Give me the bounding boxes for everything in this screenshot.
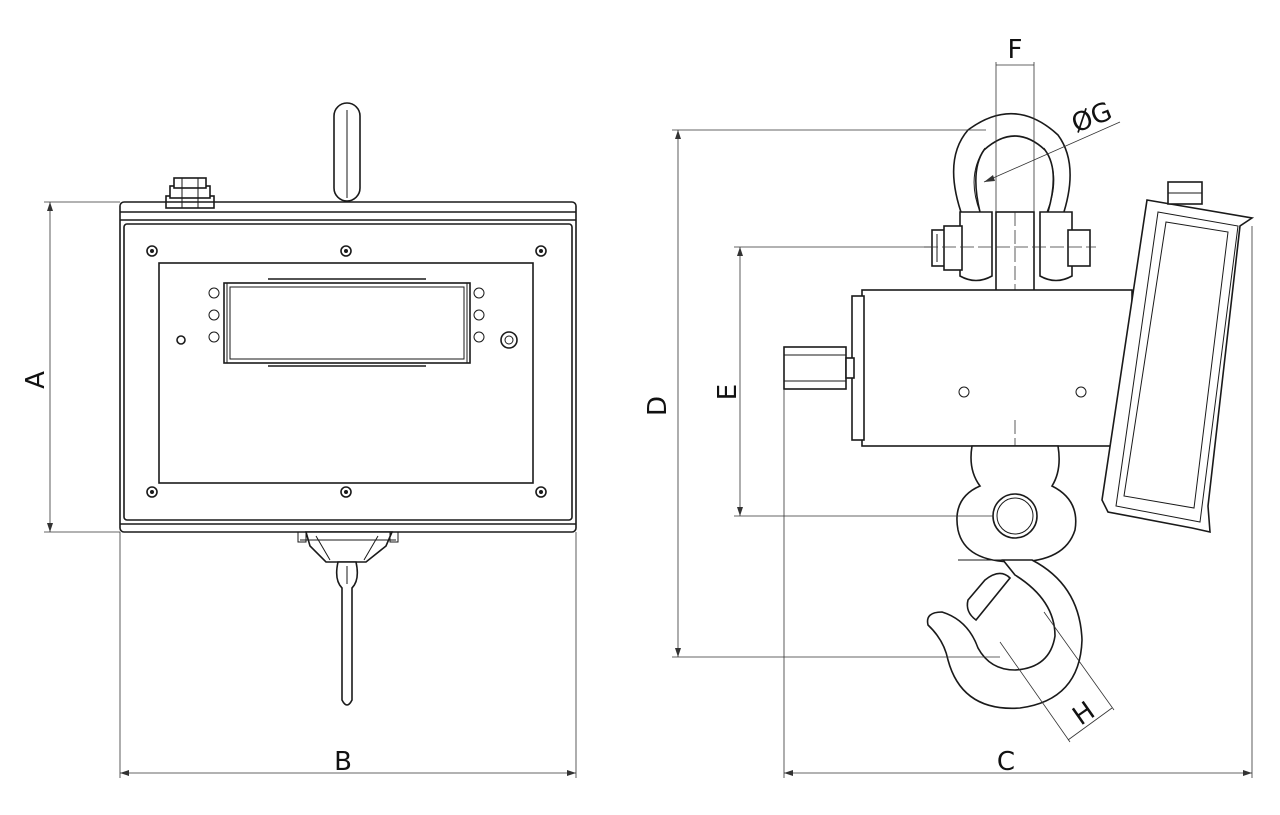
dimension-label-e: E bbox=[713, 384, 743, 400]
dimension-e bbox=[734, 246, 993, 517]
indicator-leds bbox=[176, 287, 518, 349]
cable-gland bbox=[165, 177, 215, 209]
bottom-hook bbox=[297, 531, 399, 706]
dimension-label-g: ØG bbox=[1068, 96, 1117, 139]
front-view: A B bbox=[21, 102, 577, 778]
hook-assembly bbox=[926, 445, 1083, 710]
top-handle bbox=[333, 102, 361, 202]
dimension-f bbox=[995, 62, 1035, 212]
dimension-h bbox=[999, 611, 1115, 743]
side-view: F ØG D E H bbox=[643, 35, 1255, 778]
front-panel bbox=[123, 223, 573, 521]
dimension-b bbox=[119, 532, 577, 778]
dimension-label-c: C bbox=[997, 747, 1015, 777]
load-cell-body bbox=[851, 289, 1133, 460]
dimension-label-b: B bbox=[334, 747, 352, 777]
side-connector bbox=[783, 346, 855, 390]
side-display-box bbox=[1101, 181, 1255, 534]
display-window bbox=[223, 278, 471, 367]
dimension-a bbox=[44, 201, 120, 533]
label-area bbox=[158, 262, 534, 484]
dimension-d bbox=[672, 129, 1000, 658]
dimension-c bbox=[783, 226, 1253, 778]
dimension-label-d: D bbox=[643, 396, 673, 416]
dimension-g bbox=[983, 121, 1121, 183]
dimension-label-h: H bbox=[1067, 696, 1100, 732]
shackle bbox=[924, 112, 1096, 300]
dimension-label-f: F bbox=[1008, 35, 1023, 65]
panel-screws bbox=[146, 245, 547, 498]
dimension-label-a: A bbox=[21, 371, 51, 389]
